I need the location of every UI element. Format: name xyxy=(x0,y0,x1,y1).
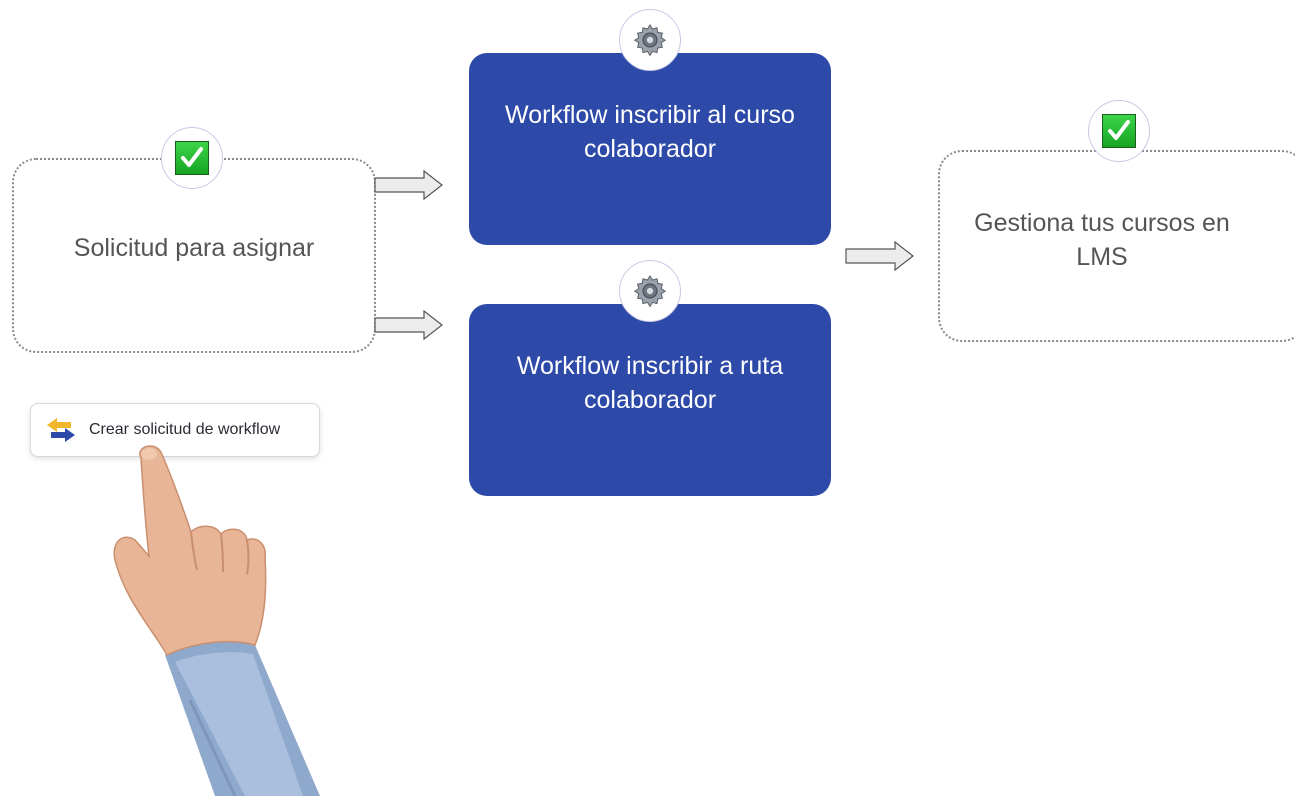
arrow-to-ruta-icon xyxy=(374,310,443,340)
ruta-label: Workflow inscribir a ruta colaborador xyxy=(516,352,784,414)
swap-arrows-icon xyxy=(43,416,79,444)
ruta-workflow-node: Workflow inscribir a ruta colaborador xyxy=(469,304,831,496)
pointing-hand-illustration xyxy=(113,445,320,796)
solicitud-node: Solicitud para asignar xyxy=(12,158,376,353)
checkmark-icon xyxy=(1102,114,1136,148)
gestiona-label: Gestiona tus cursos en LMS xyxy=(974,209,1230,271)
arrow-to-gestiona-icon xyxy=(845,241,914,271)
gear-icon xyxy=(633,24,667,57)
checkmark-icon xyxy=(175,141,209,175)
gestiona-status-badge xyxy=(1088,100,1150,162)
curso-workflow-node: Workflow inscribir al curso colaborador xyxy=(469,53,831,245)
create-workflow-request-button[interactable]: Crear solicitud de workflow xyxy=(30,403,320,457)
gear-icon xyxy=(633,275,667,308)
solicitud-label: Solicitud para asignar xyxy=(73,233,315,262)
solicitud-status-badge xyxy=(161,127,223,189)
curso-label: Workflow inscribir al curso colaborador xyxy=(505,101,795,163)
create-workflow-request-label: Crear solicitud de workflow xyxy=(89,421,281,438)
arrow-to-curso-icon xyxy=(374,170,443,200)
ruta-gear-badge xyxy=(619,260,681,322)
gestiona-node: Gestiona tus cursos en LMS xyxy=(938,150,1295,342)
curso-gear-badge xyxy=(619,9,681,71)
